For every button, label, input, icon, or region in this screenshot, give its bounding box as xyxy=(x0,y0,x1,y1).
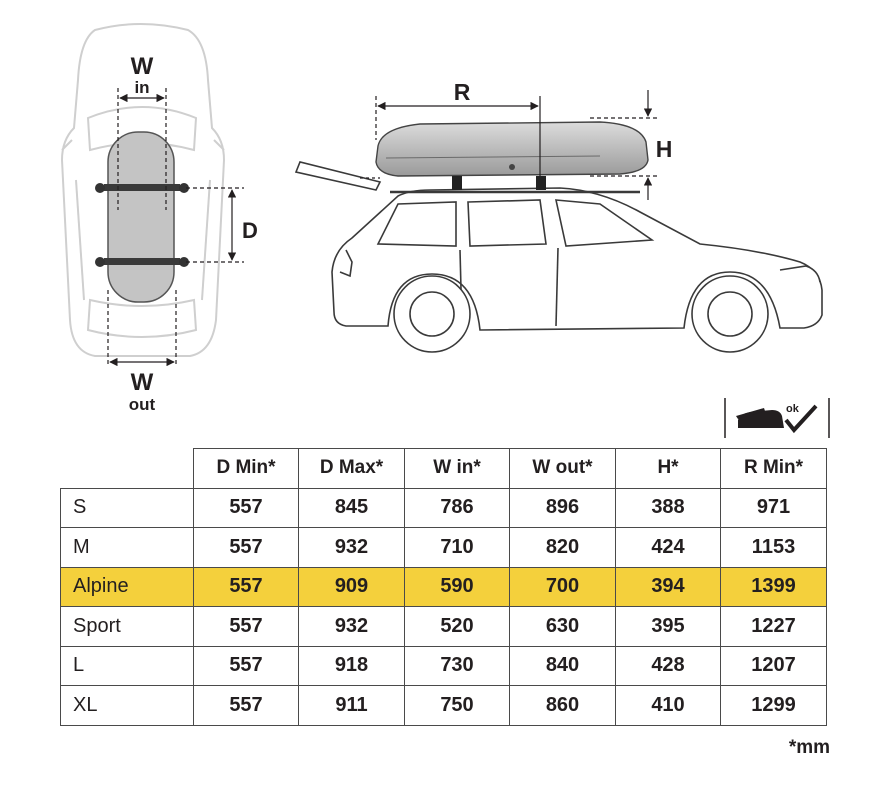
table-row: Sport 557 932 520 630 395 1227 xyxy=(60,606,827,647)
cell-w-out: 700 xyxy=(509,566,616,607)
top-view-dimension-lines xyxy=(107,88,244,367)
car-open-tailgate-ok-icon: ok xyxy=(724,398,830,438)
side-view-dimension-lines xyxy=(360,90,660,200)
cell-d-max: 932 xyxy=(298,606,405,647)
cell-w-in: 730 xyxy=(404,645,510,686)
cell-d-min: 557 xyxy=(193,685,299,726)
car-diagrams: W in D W out xyxy=(60,23,823,414)
table-row: XL 557 911 750 860 410 1299 xyxy=(60,685,827,726)
table-row: S 557 845 786 896 388 971 xyxy=(60,487,827,528)
header-corner xyxy=(60,448,194,489)
cell-d-min: 557 xyxy=(193,566,299,607)
row-name: S xyxy=(60,487,194,528)
cell-h: 388 xyxy=(615,487,721,528)
side-view-roof-box xyxy=(375,121,649,190)
header-w-in: W in* xyxy=(404,448,510,489)
cell-h: 428 xyxy=(615,645,721,686)
row-name: L xyxy=(60,645,194,686)
h-label: H xyxy=(656,136,673,162)
cell-d-max: 845 xyxy=(298,487,405,528)
cell-d-max: 932 xyxy=(298,527,405,568)
diagram-area: W in D W out xyxy=(60,23,830,438)
header-d-min: D Min* xyxy=(193,448,299,489)
cell-r-min: 1299 xyxy=(720,685,827,726)
w-in-sublabel: in xyxy=(134,78,149,97)
row-name: Sport xyxy=(60,606,194,647)
cell-h: 410 xyxy=(615,685,721,726)
cell-w-in: 590 xyxy=(404,566,510,607)
cell-r-min: 971 xyxy=(720,487,827,528)
table-row: M 557 932 710 820 424 1153 xyxy=(60,527,827,568)
header-h: H* xyxy=(615,448,721,489)
size-table: D Min* D Max* W in* W out* H* R Min* S 5… xyxy=(60,448,827,726)
header-d-max: D Max* xyxy=(298,448,405,489)
cell-w-in: 786 xyxy=(404,487,510,528)
cell-d-max: 909 xyxy=(298,566,405,607)
cell-h: 424 xyxy=(615,527,721,568)
row-name: XL xyxy=(60,685,194,726)
units-footnote: *mm xyxy=(788,737,830,758)
ok-text: ok xyxy=(786,403,800,415)
r-label: R xyxy=(454,79,471,105)
cell-d-max: 918 xyxy=(298,645,405,686)
top-view-roof-box xyxy=(95,131,189,303)
cell-w-out: 820 xyxy=(509,527,616,568)
w-in-label: W xyxy=(131,53,154,80)
cell-w-out: 896 xyxy=(509,487,616,528)
cell-h: 394 xyxy=(615,566,721,607)
w-out-sublabel: out xyxy=(129,395,156,414)
cell-r-min: 1227 xyxy=(720,606,827,647)
table-row-highlighted: Alpine 557 909 590 700 394 1399 xyxy=(60,566,827,607)
table-header-row: D Min* D Max* W in* W out* H* R Min* xyxy=(60,448,827,489)
w-out-label: W xyxy=(131,369,154,396)
cell-d-min: 557 xyxy=(193,645,299,686)
cell-w-out: 860 xyxy=(509,685,616,726)
cell-r-min: 1153 xyxy=(720,527,827,568)
top-view-car xyxy=(60,23,226,357)
cell-r-min: 1399 xyxy=(720,566,827,607)
header-r-min: R Min* xyxy=(720,448,827,489)
cell-d-max: 911 xyxy=(298,685,405,726)
cell-r-min: 1207 xyxy=(720,645,827,686)
side-view-car xyxy=(294,161,823,353)
d-label: D xyxy=(242,218,258,243)
row-name: Alpine xyxy=(60,566,194,607)
table-row: L 557 918 730 840 428 1207 xyxy=(60,645,827,686)
header-w-out: W out* xyxy=(509,448,616,489)
cell-w-out: 630 xyxy=(509,606,616,647)
row-name: M xyxy=(60,527,194,568)
cell-w-in: 750 xyxy=(404,685,510,726)
cell-w-in: 710 xyxy=(404,527,510,568)
cell-w-out: 840 xyxy=(509,645,616,686)
cell-d-min: 557 xyxy=(193,606,299,647)
cell-w-in: 520 xyxy=(404,606,510,647)
cell-d-min: 557 xyxy=(193,527,299,568)
cell-d-min: 557 xyxy=(193,487,299,528)
cell-h: 395 xyxy=(615,606,721,647)
